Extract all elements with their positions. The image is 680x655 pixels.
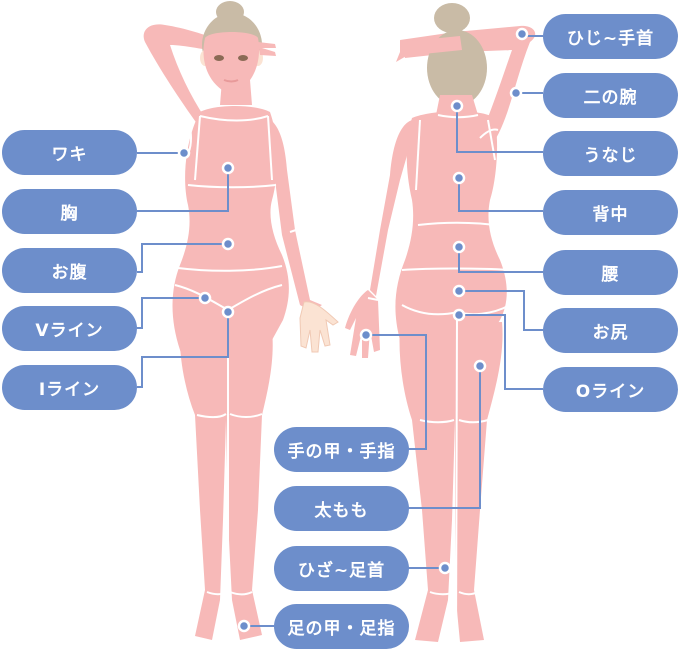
label-text: 二の腕 [583,88,638,108]
label-text: お腹 [51,263,88,283]
label-text: 手の甲・手指 [287,442,396,462]
dot-oshiri [452,284,466,298]
dot-waki [177,146,191,160]
front-figure [143,1,339,640]
front-hand [299,301,339,353]
label-koshi-button[interactable]: 腰 [543,250,678,295]
dot-hiji-tekubi [515,27,529,41]
label-text: ひじ~手首 [566,29,655,49]
label-senaka-button[interactable]: 背中 [543,190,678,235]
label-v-line-button[interactable]: Vライン [2,306,137,351]
label-text: 背中 [592,205,629,225]
label-text: ワキ [51,145,88,165]
front-raised-arm [143,24,222,125]
label-onaka-button[interactable]: お腹 [2,248,137,293]
dot-ashinokou [237,619,251,633]
dot-i-line [221,305,235,319]
dot-ninowan [509,86,523,100]
dot-v-line [198,291,212,305]
dot-hiza-ashikubi [438,561,452,575]
back-hair-bun [434,3,470,33]
region-dots [177,27,529,633]
label-hiza-ashikubi-button[interactable]: ひざ~足首 [274,546,409,591]
label-waki-button[interactable]: ワキ [2,130,137,175]
label-ninowan-button[interactable]: 二の腕 [543,73,678,118]
label-futomomo-button[interactable]: 太もも [274,486,409,531]
dot-futomomo [473,359,487,373]
dot-unaji [450,99,464,113]
label-text: 胸 [60,204,79,224]
label-mune-button[interactable]: 胸 [2,189,137,234]
back-hand [345,290,380,358]
label-ashinokou-ashiyubi-button[interactable]: 足の甲・足指 [274,604,409,649]
leader-lines [137,35,543,627]
front-face [203,32,260,95]
label-text: うなじ [583,146,638,166]
label-text: Oライン [575,382,646,402]
label-hiji-tekubi-button[interactable]: ひじ~手首 [543,14,678,59]
label-text: 腰 [601,265,620,285]
label-unaji-button[interactable]: うなじ [543,131,678,176]
label-oshiri-button[interactable]: お尻 [543,308,678,353]
label-text: Iライン [38,380,101,400]
dot-tenokou [359,328,373,342]
label-i-line-button[interactable]: Iライン [2,365,137,410]
back-hanging-arm [370,120,412,296]
dot-koshi [452,240,466,254]
label-text: Vライン [35,321,104,341]
front-hanging-arm [268,118,322,312]
label-text: 足の甲・足指 [287,619,396,639]
label-text: ひざ~足首 [297,561,386,581]
dot-senaka [452,171,466,185]
label-tenokou-teyubi-button[interactable]: 手の甲・手指 [274,427,409,472]
label-text: お尻 [592,323,629,343]
dot-o-line [452,308,466,322]
dot-onaka [221,237,235,251]
label-text: 太もも [314,501,369,521]
front-legs [180,330,273,640]
dot-mune [221,161,235,175]
label-o-line-button[interactable]: Oライン [543,367,678,412]
